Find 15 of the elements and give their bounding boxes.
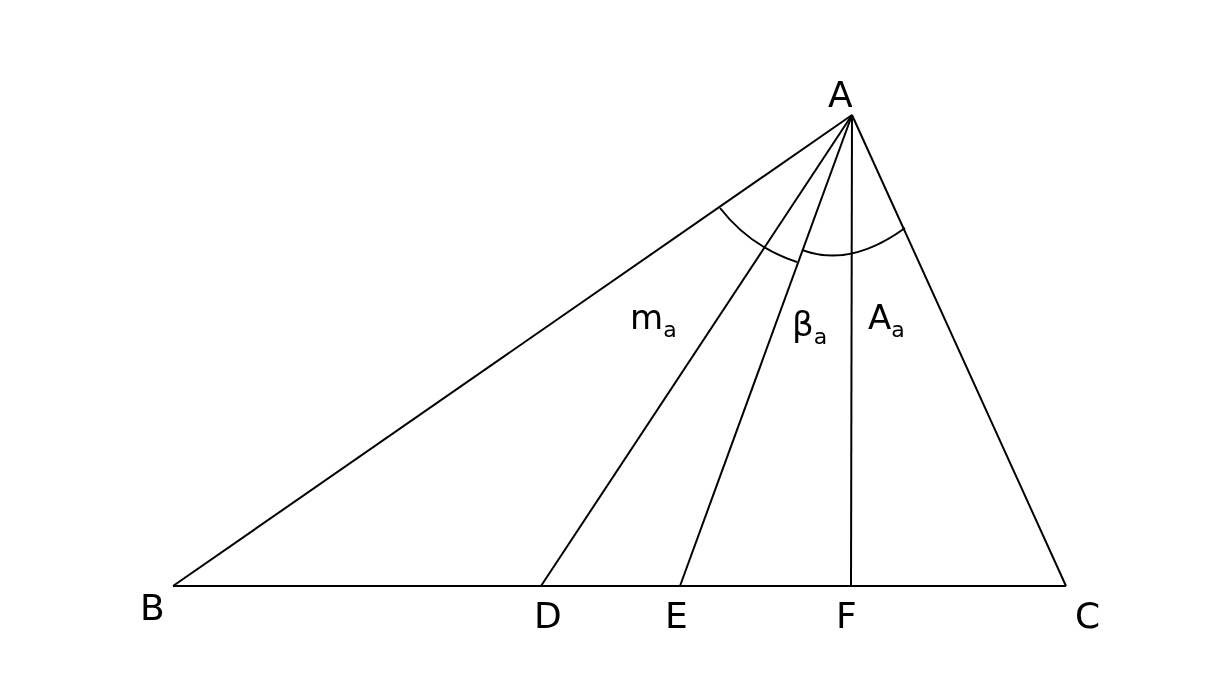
line-segment — [851, 114, 1067, 587]
vertex-label: B — [140, 590, 165, 626]
line-segment — [679, 114, 853, 587]
line-segment — [850, 114, 853, 587]
vertex-label: F — [836, 598, 857, 634]
line-segment — [172, 114, 853, 587]
line-segment — [679, 585, 852, 587]
line-segment — [540, 585, 681, 587]
vertex-label: E — [665, 598, 688, 634]
line-segment — [540, 114, 853, 587]
vertex-label: A — [828, 77, 853, 113]
vertex-label: D — [534, 598, 562, 634]
line-segment — [850, 585, 1067, 587]
vertex-label: C — [1075, 598, 1101, 634]
line-segment — [172, 585, 542, 587]
